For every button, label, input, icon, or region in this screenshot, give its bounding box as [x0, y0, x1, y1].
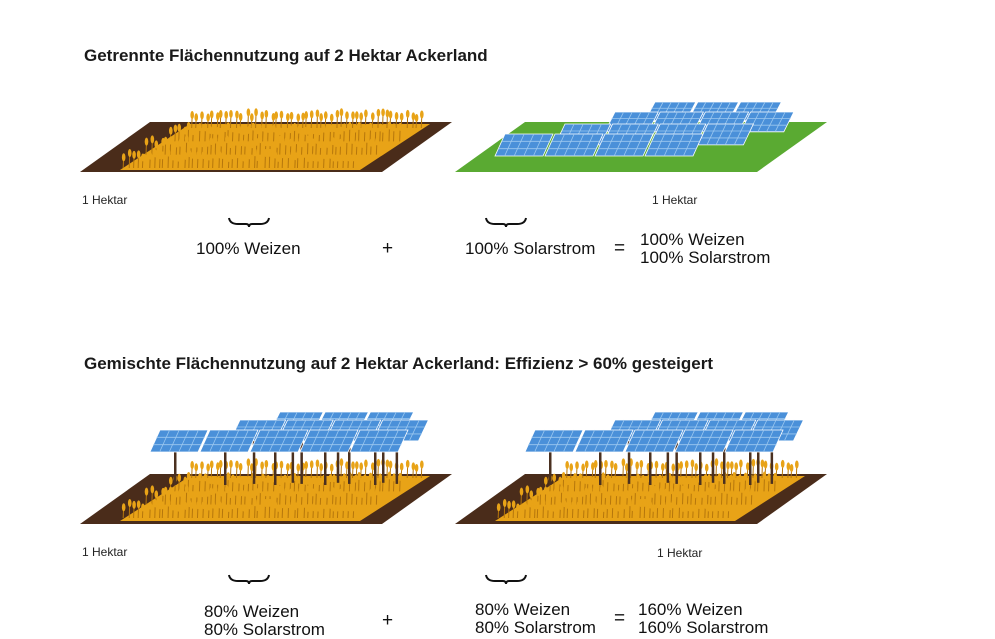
section2-title: Gemischte Flächennutzung auf 2 Hektar Ac… [84, 354, 713, 374]
solar-field-illustration [455, 100, 835, 180]
plus-sign: + [382, 238, 393, 260]
total-line1: 160% Weizen [638, 601, 743, 619]
area-label-right: 1 Hektar [657, 546, 702, 560]
area-label-left: 1 Hektar [82, 545, 127, 559]
right-line1: 80% Weizen [475, 601, 570, 619]
right-result: 100% Solarstrom [465, 240, 595, 258]
plus-sign: + [382, 610, 393, 632]
area-label-right: 1 Hektar [652, 193, 697, 207]
total-line2: 100% Solarstrom [640, 249, 770, 267]
section1-title: Getrennte Flächennutzung auf 2 Hektar Ac… [84, 46, 488, 66]
right-line2: 80% Solarstrom [475, 619, 596, 637]
brace-icon [485, 216, 527, 228]
total-line1: 100% Weizen [640, 231, 745, 249]
left-line2: 80% Solarstrom [204, 621, 325, 639]
left-line1: 80% Weizen [204, 603, 299, 621]
brace-icon [485, 573, 527, 585]
left-result: 100% Weizen [196, 240, 301, 258]
equals-sign: = [614, 608, 625, 630]
agrivoltaic-field-illustration [455, 408, 835, 528]
total-line2: 160% Solarstrom [638, 619, 768, 637]
equals-sign: = [614, 238, 625, 260]
agrivoltaic-field-illustration [80, 408, 460, 528]
area-label-left: 1 Hektar [82, 193, 127, 207]
brace-icon [228, 216, 270, 228]
wheat-field-illustration [80, 110, 460, 180]
brace-icon [228, 573, 270, 585]
